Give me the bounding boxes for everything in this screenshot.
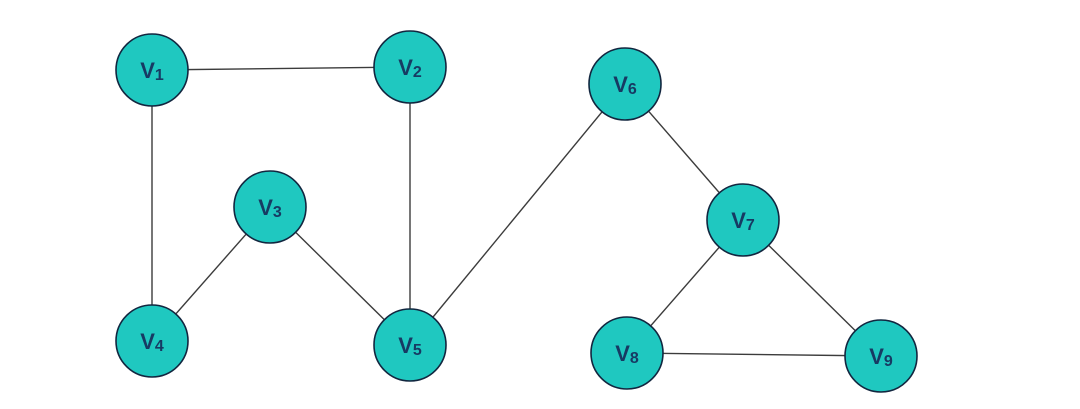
node-v7: V7 xyxy=(706,183,780,257)
node-circle-v4 xyxy=(115,304,189,378)
node-circle-v7 xyxy=(706,183,780,257)
node-circle-v2 xyxy=(373,30,447,104)
node-circle-v1 xyxy=(115,33,189,107)
edge-v1-v2 xyxy=(151,66,411,71)
node-label-v9: V9 xyxy=(869,344,893,370)
node-label-v1: V1 xyxy=(140,58,164,84)
node-v5: V5 xyxy=(373,308,447,382)
node-v2: V2 xyxy=(373,30,447,104)
node-circle-v3 xyxy=(233,170,307,244)
node-circle-v9 xyxy=(844,319,918,393)
node-circle-v6 xyxy=(588,47,662,121)
node-v3: V3 xyxy=(233,170,307,244)
node-label-v3: V3 xyxy=(258,195,282,221)
node-v9: V9 xyxy=(844,319,918,393)
node-label-v5: V5 xyxy=(398,333,422,359)
node-label-v4: V4 xyxy=(140,329,164,355)
node-circle-v8 xyxy=(590,316,664,390)
node-label-v8: V8 xyxy=(615,341,639,367)
node-circle-v5 xyxy=(373,308,447,382)
node-label-v6: V6 xyxy=(613,72,637,98)
node-v1: V1 xyxy=(115,33,189,107)
edge-v5-v6 xyxy=(409,83,626,346)
node-label-v7: V7 xyxy=(731,208,755,234)
node-v6: V6 xyxy=(588,47,662,121)
node-v4: V4 xyxy=(115,304,189,378)
node-label-v2: V2 xyxy=(398,55,422,81)
node-v8: V8 xyxy=(590,316,664,390)
edge-v8-v9 xyxy=(626,352,882,357)
